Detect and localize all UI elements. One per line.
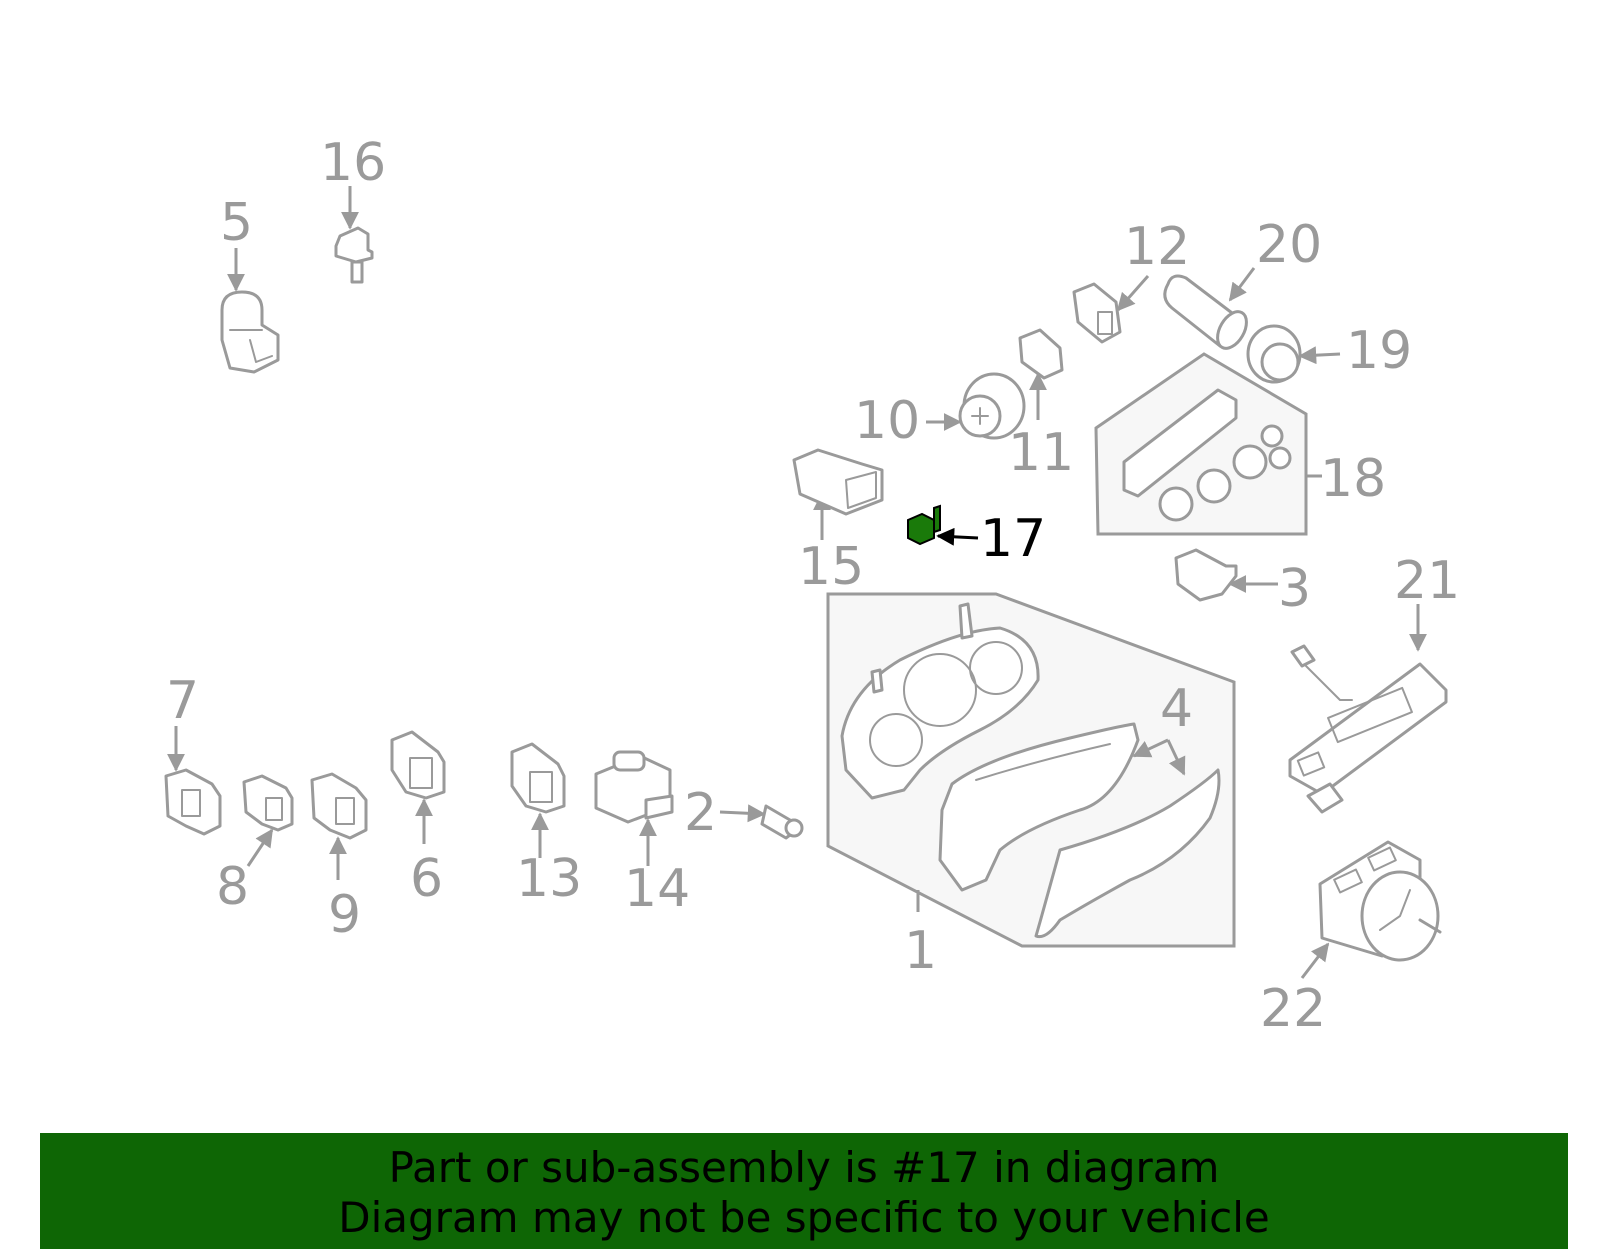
part-13-switch[interactable] xyxy=(510,742,566,858)
callout-16: 16 xyxy=(320,133,386,193)
part-2-screw[interactable] xyxy=(719,804,804,840)
part-17-highlighted-switch[interactable] xyxy=(907,504,979,546)
part-20-lighter-socket[interactable] xyxy=(1163,267,1256,353)
part-9-switch[interactable] xyxy=(310,772,368,880)
callout-7: 7 xyxy=(166,671,199,731)
banner-line-1: Part or sub-assembly is #17 in diagram xyxy=(388,1143,1220,1192)
callout-1: 1 xyxy=(904,921,937,981)
part-11-switch[interactable] xyxy=(1018,328,1064,420)
callout-15: 15 xyxy=(798,537,864,597)
part-6-switch[interactable] xyxy=(390,730,446,844)
part-3-switch[interactable] xyxy=(1174,548,1278,602)
callout-17: 17 xyxy=(980,509,1046,569)
callout-12: 12 xyxy=(1124,217,1190,277)
callout-18: 18 xyxy=(1320,449,1386,509)
banner-line-2: Diagram may not be specific to your vehi… xyxy=(338,1193,1270,1242)
callout-3: 3 xyxy=(1278,559,1311,619)
callout-6: 6 xyxy=(410,849,443,909)
callout-14: 14 xyxy=(624,859,690,919)
callout-11: 11 xyxy=(1008,423,1074,483)
callout-19: 19 xyxy=(1346,321,1412,381)
part-15-switch[interactable] xyxy=(792,448,884,540)
callout-10: 10 xyxy=(854,391,920,451)
part-16-switch[interactable] xyxy=(334,186,374,284)
part-19-knob[interactable] xyxy=(1246,324,1341,384)
callout-2: 2 xyxy=(684,783,717,843)
callout-21: 21 xyxy=(1394,551,1460,611)
part-14-control-module[interactable] xyxy=(594,750,674,866)
part-7-switch[interactable] xyxy=(164,726,222,836)
part-4-cluster-bezel-lens[interactable] xyxy=(938,722,1221,939)
part-12-switch[interactable] xyxy=(1072,275,1150,344)
part-5-switch[interactable] xyxy=(220,248,280,374)
callout-8: 8 xyxy=(216,857,249,917)
callout-9: 9 xyxy=(328,885,361,945)
callout-20: 20 xyxy=(1256,215,1322,275)
callout-22: 22 xyxy=(1260,979,1326,1039)
part-8-switch[interactable] xyxy=(242,774,294,867)
callout-13: 13 xyxy=(516,849,582,909)
part-10-knob[interactable] xyxy=(926,372,1026,440)
callout-5: 5 xyxy=(220,193,253,253)
part-21-switch-panel[interactable] xyxy=(1288,604,1448,814)
part-info-banner: Part or sub-assembly is #17 in diagram D… xyxy=(40,1133,1568,1249)
callout-4: 4 xyxy=(1160,679,1193,739)
part-18-climate-control[interactable] xyxy=(1094,352,1322,536)
part-22-clock[interactable] xyxy=(1300,840,1442,979)
callout-labels: 1 2 3 4 5 6 7 8 9 10 11 12 13 14 15 16 1… xyxy=(166,133,1460,1039)
